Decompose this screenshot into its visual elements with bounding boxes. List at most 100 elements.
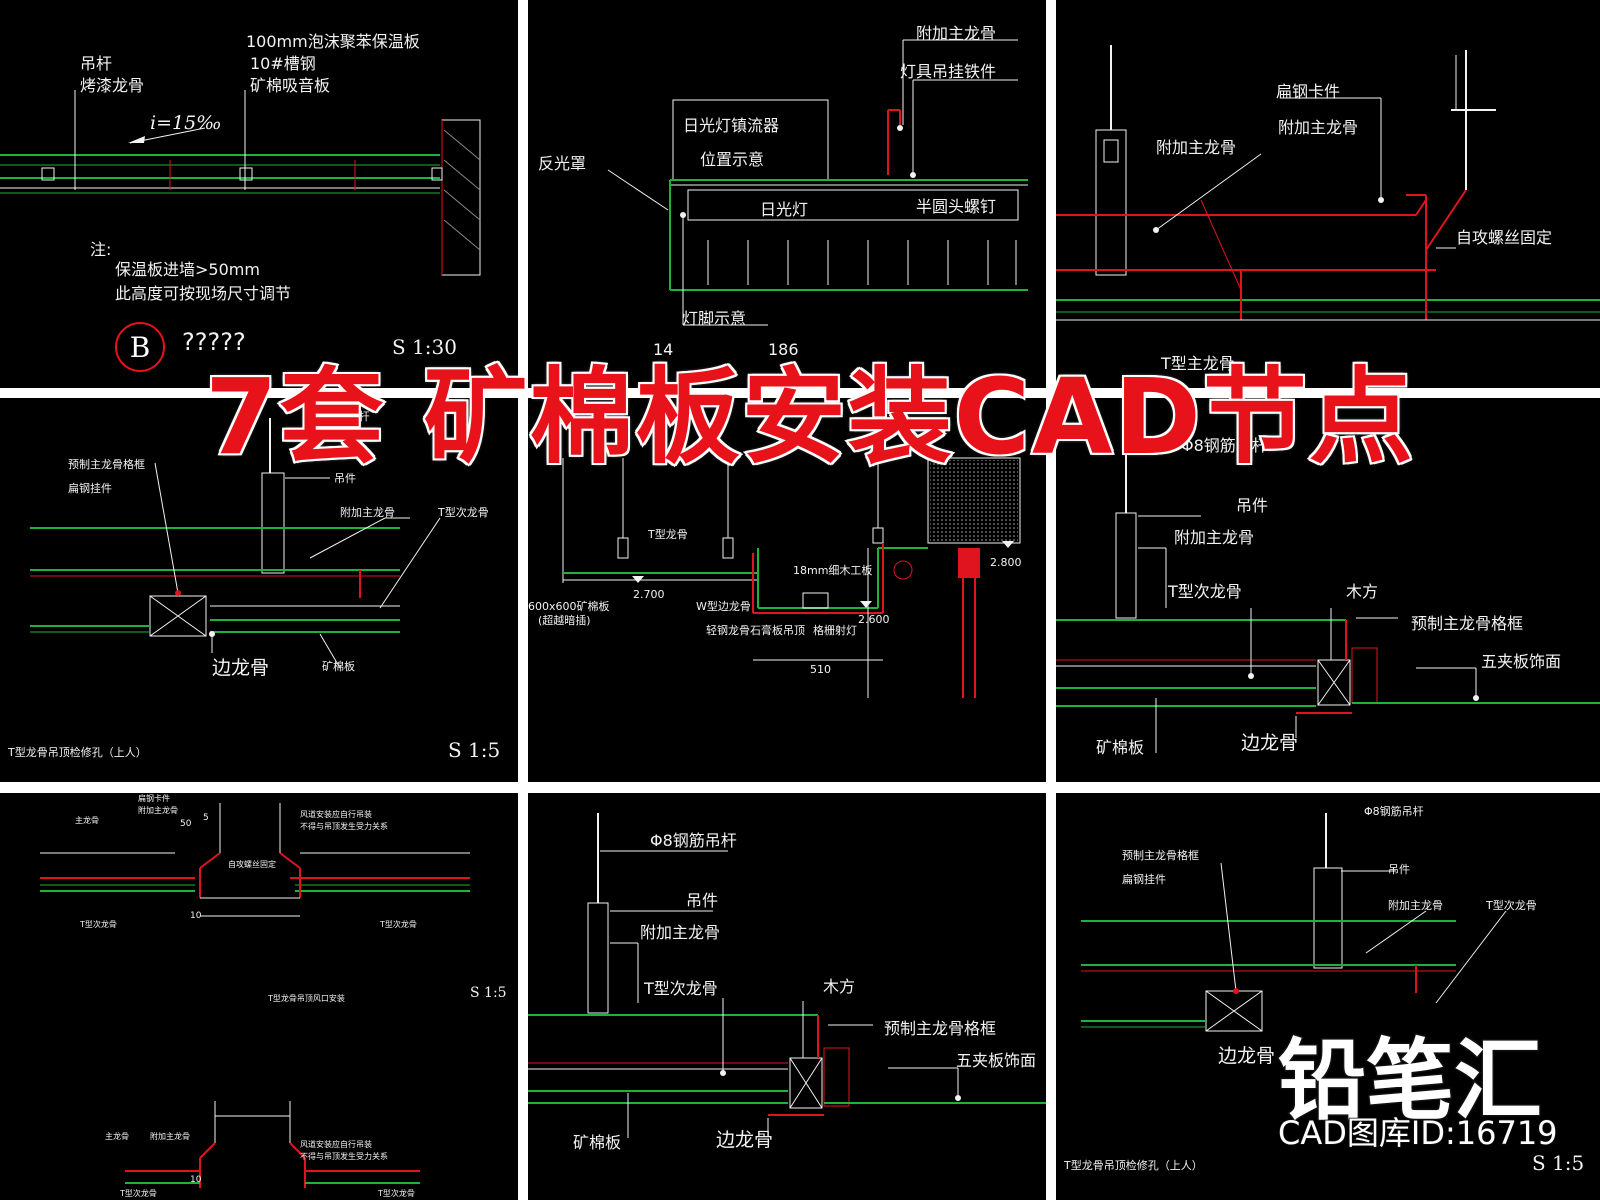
label-additional-main-keel: 附加主龙骨 xyxy=(138,806,178,815)
panel-access-hole-detail-right: Φ8钢筋吊杆 预制主龙骨格框 扁钢挂件 吊件 附加主龙骨 T型次龙骨 边龙骨 T… xyxy=(1056,793,1600,1200)
label-prefab-frame: 预制主龙骨格框 xyxy=(1122,849,1199,862)
label-hanger: 吊件 xyxy=(1236,496,1269,515)
caption: T型龙骨吊顶检修孔（上人） xyxy=(1064,1159,1203,1172)
elevation-2700: 2.700 xyxy=(633,588,665,601)
caption: T型龙骨吊顶检修孔（上人） xyxy=(8,746,147,759)
label-main-keel-2: 主龙骨 xyxy=(105,1132,129,1141)
scale-label: S 1:5 xyxy=(470,985,507,1001)
detail-marker: B xyxy=(115,322,165,372)
watermark-logo: 铅笔汇 xyxy=(1276,1028,1543,1134)
drawing-air-vent xyxy=(40,803,470,1188)
label-ballast: 日光灯镇流器 xyxy=(683,116,780,135)
label-mineral-board: 矿棉吸音板 xyxy=(250,76,331,95)
label-additional-main-keel: 附加主龙骨 xyxy=(1174,528,1255,547)
label-additional-main-keel: 附加主龙骨 xyxy=(1388,899,1443,912)
label-phi8-rod: Φ8钢筋吊杆 xyxy=(1181,436,1268,455)
label-grille-spotlight: 格栅射灯 xyxy=(813,624,857,637)
note-line-1: 保温板进墙>50mm xyxy=(115,260,260,279)
drawing-access-hole-right xyxy=(1081,813,1507,1032)
label-edge-keel: 边龙骨 xyxy=(1218,1045,1276,1067)
label-foam-board: 100mm泡沫聚苯保温板 xyxy=(246,32,420,51)
label-lamp-foot: 灯脚示意 xyxy=(682,309,747,328)
label-t-keel: T型龙骨 xyxy=(648,528,688,541)
label-additional-main-keel: 附加主龙骨 xyxy=(640,923,721,942)
label-600-mineral-board-note: (超越暗插) xyxy=(538,614,591,627)
dim-5: 5 xyxy=(203,813,209,823)
label-gypsum-ceiling: 轻钢龙骨石膏板吊顶 xyxy=(706,624,805,637)
dim-186: 186 xyxy=(768,340,799,359)
label-duct-note-1: 风道安装应自行吊装 xyxy=(300,810,372,819)
label-hanger-rod: 吊杆 xyxy=(80,54,113,73)
label-channel-steel: 10#槽钢 xyxy=(250,54,316,73)
label-prefab-frame: 预制主龙骨格框 xyxy=(68,458,145,471)
label-additional-main-keel-a: 附加主龙骨 xyxy=(1156,138,1237,157)
label-mineral-board: 矿棉板 xyxy=(1096,738,1145,757)
label-18mm-board: 18mm细木工板 xyxy=(793,564,873,577)
label-position: 位置示意 xyxy=(700,150,765,169)
label-plywood-finish: 五夹板饰面 xyxy=(1481,652,1562,671)
dim-50: 50 xyxy=(180,819,192,829)
label-flat-steel-clip: 扁钢卡件 xyxy=(138,794,170,803)
drawing-insulation-detail xyxy=(0,90,481,276)
scale-label: S 1:30 xyxy=(392,335,457,359)
label-additional-main-keel-b: 附加主龙骨 xyxy=(1278,118,1359,137)
label-plywood-finish: 五夹板饰面 xyxy=(956,1051,1037,1070)
drawing-plywood-finish-upper xyxy=(1056,438,1600,753)
panel-fluorescent-light-detail: 附加主龙骨 灯具吊挂铁件 日光灯镇流器 位置示意 反光罩 日光灯 半圆头螺钉 灯… xyxy=(528,0,1046,388)
label-flat-steel-clip: 扁钢卡件 xyxy=(1276,82,1341,101)
panel-insulation-detail: 吊杆 烤漆龙骨 100mm泡沫聚苯保温板 10#槽钢 矿棉吸音板 i=15‰ 注… xyxy=(0,0,518,388)
label-hanger: 吊件 xyxy=(686,891,719,910)
label-reflector: 反光罩 xyxy=(538,154,587,173)
label-duct-note-4: 不得与吊顶发生受力关系 xyxy=(300,1152,388,1161)
label-round-head-screw: 半圆头螺钉 xyxy=(916,197,997,216)
label-prefab-frame: 预制主龙骨格框 xyxy=(884,1019,997,1038)
scale-label: S 1:5 xyxy=(448,738,501,762)
label-fluorescent-tube: 日光灯 xyxy=(760,200,809,219)
label-edge-keel: 边龙骨 xyxy=(1241,732,1299,754)
label-t-secondary-keel-1: T型次龙骨 xyxy=(80,920,117,929)
drawing-flat-steel-clip xyxy=(1056,45,1600,321)
label-t-secondary-keel-2: T型次龙骨 xyxy=(380,920,417,929)
label-edge-keel: 边龙骨 xyxy=(212,657,270,679)
banner-title: 7套 矿棉板安装CAD节点 xyxy=(203,354,1415,480)
dim-510: 510 xyxy=(810,663,831,676)
label-self-tapping-screw: 自攻螺丝固定 xyxy=(1456,228,1553,247)
watermark-library-id: CAD图库ID:16719 xyxy=(1277,1113,1558,1153)
drawing-plywood-finish-lower xyxy=(528,813,1046,1138)
label-edge-keel: 边龙骨 xyxy=(716,1129,774,1151)
label-self-tapping-screw: 自攻螺丝固定 xyxy=(228,860,276,869)
scale-label: S 1:5 xyxy=(1532,1151,1585,1175)
label-wood-square: 木方 xyxy=(1346,582,1379,601)
caption: T型龙骨吊顶风口安装 xyxy=(268,994,345,1003)
label-main-keel: 主龙骨 xyxy=(75,816,99,825)
label-t-secondary-keel-3: T型次龙骨 xyxy=(120,1189,157,1198)
drawing-fluorescent-light xyxy=(607,39,1028,326)
label-t-secondary-keel-4: T型次龙骨 xyxy=(378,1189,415,1198)
label-phi8-rod: Φ8钢筋吊杆 xyxy=(1364,805,1424,818)
label-w-edge-keel: W型边龙骨 xyxy=(696,600,751,613)
drawing-ceiling-transition xyxy=(562,457,1021,698)
label-slope: i=15‰ xyxy=(150,112,222,134)
label-additional-main-keel: 附加主龙骨 xyxy=(340,506,395,519)
label-lamp-hanger: 灯具吊挂铁件 xyxy=(900,62,997,81)
label-t-main-keel: T型主龙骨 xyxy=(1161,354,1235,373)
dim-10: 10 xyxy=(190,911,202,921)
label-wood-square: 木方 xyxy=(823,977,856,996)
elevation-2800: 2.800 xyxy=(990,556,1022,569)
label-mineral-board: 矿棉板 xyxy=(573,1133,622,1152)
label-mineral-board: 矿棉板 xyxy=(322,660,355,673)
label-painted-keel: 烤漆龙骨 xyxy=(80,76,145,95)
label-hanger: 吊件 xyxy=(334,472,356,485)
panel-access-hole-detail-left: Φ8钢筋吊杆 预制主龙骨格框 扁钢挂件 吊件 附加主龙骨 T型次龙骨 边龙骨 矿… xyxy=(0,398,518,782)
detail-marker-text: ????? xyxy=(182,328,246,356)
label-t-secondary-keel: T型次龙骨 xyxy=(644,979,718,998)
panel-plywood-finish-detail-lower: Φ8钢筋吊杆 吊件 附加主龙骨 T型次龙骨 木方 预制主龙骨格框 五夹板饰面 矿… xyxy=(528,793,1046,1200)
dim-14: 14 xyxy=(653,340,674,359)
label-phi8-rod: Φ8钢筋吊杆 xyxy=(650,831,737,850)
label-prefab-frame: 预制主龙骨格框 xyxy=(1411,614,1524,633)
label-duct-note-2: 不得与吊顶发生受力关系 xyxy=(300,822,388,831)
label-t-secondary-keel: T型次龙骨 xyxy=(1486,899,1537,912)
label-duct-note-3: 风道安装应自行吊装 xyxy=(300,1140,372,1149)
panel-flat-steel-clip-detail: 扁钢卡件 附加主龙骨 附加主龙骨 自攻螺丝固定 T型主龙骨 xyxy=(1056,0,1600,388)
label-600-mineral-board: 600x600矿棉板 xyxy=(528,600,610,613)
